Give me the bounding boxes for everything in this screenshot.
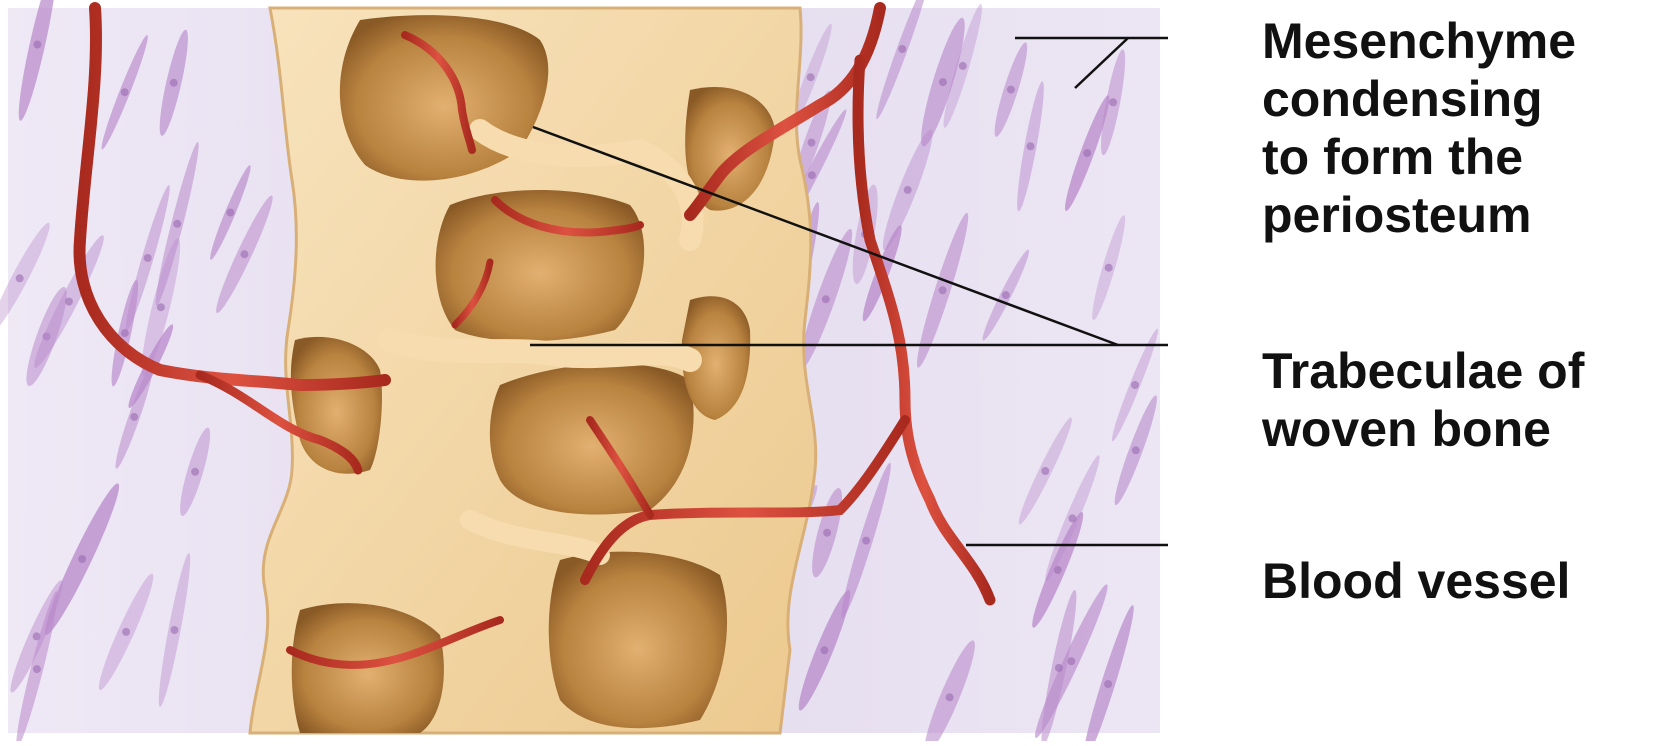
cell-nucleus <box>822 295 830 303</box>
label-trabeculae-woven-bone: Trabeculae of woven bone <box>1262 342 1584 458</box>
cell-nucleus <box>1068 514 1076 522</box>
cell-nucleus <box>170 79 178 87</box>
cell-nucleus <box>959 62 967 70</box>
label-line: to form the <box>1262 128 1576 186</box>
cell-nucleus <box>121 329 129 337</box>
cell-nucleus <box>130 413 138 421</box>
label-line: woven bone <box>1262 400 1584 458</box>
cell-nucleus <box>1132 446 1140 454</box>
cell-nucleus <box>862 537 870 545</box>
cell-nucleus <box>33 665 41 673</box>
label-blood-vessel: Blood vessel <box>1262 552 1570 610</box>
cell-nucleus <box>1104 680 1112 688</box>
cell-nucleus <box>16 274 24 282</box>
cell-nucleus <box>240 250 248 258</box>
cell-nucleus <box>807 73 815 81</box>
cell-nucleus <box>1007 86 1015 94</box>
cell-nucleus <box>191 468 199 476</box>
cell-nucleus <box>173 220 181 228</box>
cell-nucleus <box>78 555 86 563</box>
cell-nucleus <box>1027 142 1035 150</box>
cell-nucleus <box>808 139 816 147</box>
label-mesenchyme-periosteum: Mesenchyme condensing to form the perios… <box>1262 12 1576 244</box>
cell-nucleus <box>1067 657 1075 665</box>
cell-nucleus <box>171 626 179 634</box>
cell-nucleus <box>33 41 41 49</box>
cell-nucleus <box>808 171 816 179</box>
cell-nucleus <box>939 286 947 294</box>
cell-nucleus <box>1105 264 1113 272</box>
label-line: Blood vessel <box>1262 552 1570 610</box>
label-line: periosteum <box>1262 186 1576 244</box>
label-line: condensing <box>1262 70 1576 128</box>
cell-nucleus <box>898 45 906 53</box>
cell-nucleus <box>122 628 130 636</box>
cell-nucleus <box>1002 291 1010 299</box>
cell-nucleus <box>121 88 129 96</box>
cell-nucleus <box>823 529 831 537</box>
cell-nucleus <box>904 186 912 194</box>
woven-bone-trabeculae <box>250 8 816 733</box>
cell-nucleus <box>1055 664 1063 672</box>
cell-nucleus <box>144 254 152 262</box>
cell-nucleus <box>1041 467 1049 475</box>
cell-nucleus <box>1083 149 1091 157</box>
cell-nucleus <box>821 646 829 654</box>
cell-nucleus <box>939 78 947 86</box>
cell-nucleus <box>1131 381 1139 389</box>
cell-nucleus <box>157 303 165 311</box>
cell-nucleus <box>226 209 234 217</box>
label-line: Mesenchyme <box>1262 12 1576 70</box>
cell-nucleus <box>1109 98 1117 106</box>
label-line: Trabeculae of <box>1262 342 1584 400</box>
cell-nucleus <box>946 693 954 701</box>
cell-nucleus <box>65 298 73 306</box>
